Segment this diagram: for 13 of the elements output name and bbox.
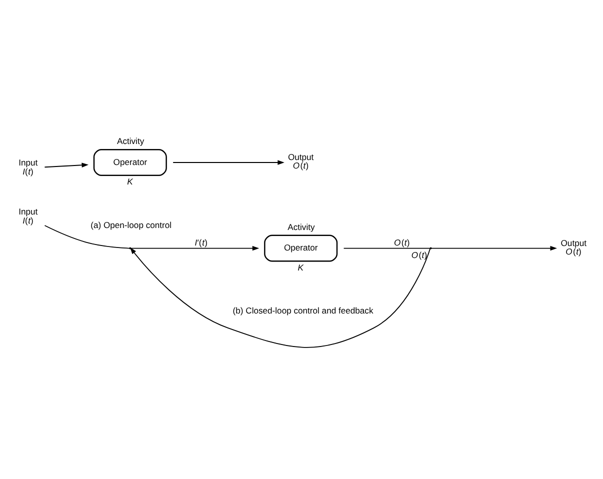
node-text: Input I(t)	[18, 157, 38, 176]
edge-label: I′(t)	[194, 236, 208, 247]
edge-label: O(t)	[394, 236, 410, 247]
node-text: Output O(t)	[288, 152, 314, 170]
node-label: K	[298, 262, 304, 272]
node-label: K	[127, 176, 133, 186]
node-text: Output O(t)	[560, 237, 586, 256]
node-label: Activity	[288, 222, 315, 232]
node-label: Activity	[116, 136, 144, 146]
label: (a) Open-loop control	[90, 219, 172, 230]
label: (b) Closed-loop control and feedback	[232, 305, 374, 316]
edge-label: O(t)	[411, 250, 428, 260]
node-text: Input I(t)	[18, 206, 38, 225]
